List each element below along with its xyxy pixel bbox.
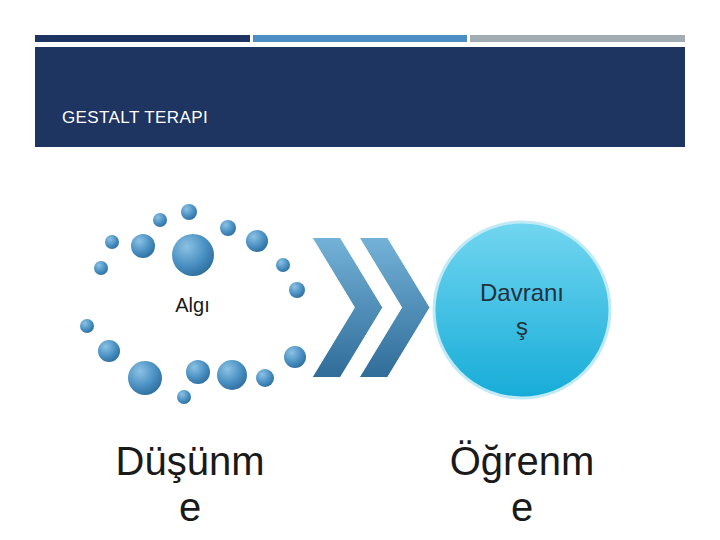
title-band: GESTALT TERAPI <box>35 47 685 147</box>
circle-node: Davranı ş <box>432 220 612 400</box>
ring-dot <box>256 369 274 387</box>
chevron-arrow <box>312 238 430 378</box>
circle-fill <box>434 222 610 398</box>
ring-dot <box>289 282 305 298</box>
ring-dot <box>220 220 236 236</box>
ring-dot <box>177 390 191 404</box>
ring-dot <box>181 204 197 220</box>
ring-dot <box>153 213 167 227</box>
top-bar <box>253 35 467 42</box>
ring-dot <box>172 234 214 276</box>
top-bar <box>470 35 685 42</box>
circle-shape <box>432 220 612 400</box>
ring-dot <box>217 360 247 390</box>
ring-dot <box>131 234 155 258</box>
ring-dot <box>186 360 210 384</box>
ring-dot <box>80 319 94 333</box>
ring-dot <box>284 346 306 368</box>
ring-dot <box>94 261 108 275</box>
dot-ring-node: Algı <box>75 195 310 415</box>
caption-word: Öğrenm e <box>440 438 605 530</box>
ring-dot <box>276 258 290 272</box>
slide-title: GESTALT TERAPI <box>62 108 208 128</box>
node-label: Algı <box>175 293 209 317</box>
caption-word: Düşünm e <box>108 438 273 530</box>
node-label: Davranı ş <box>475 276 570 344</box>
ring-dot <box>128 361 162 395</box>
ring-dot <box>246 230 268 252</box>
ring-dot <box>98 340 120 362</box>
top-bar <box>35 35 250 42</box>
ring-dot <box>105 235 119 249</box>
chevron <box>359 238 430 378</box>
